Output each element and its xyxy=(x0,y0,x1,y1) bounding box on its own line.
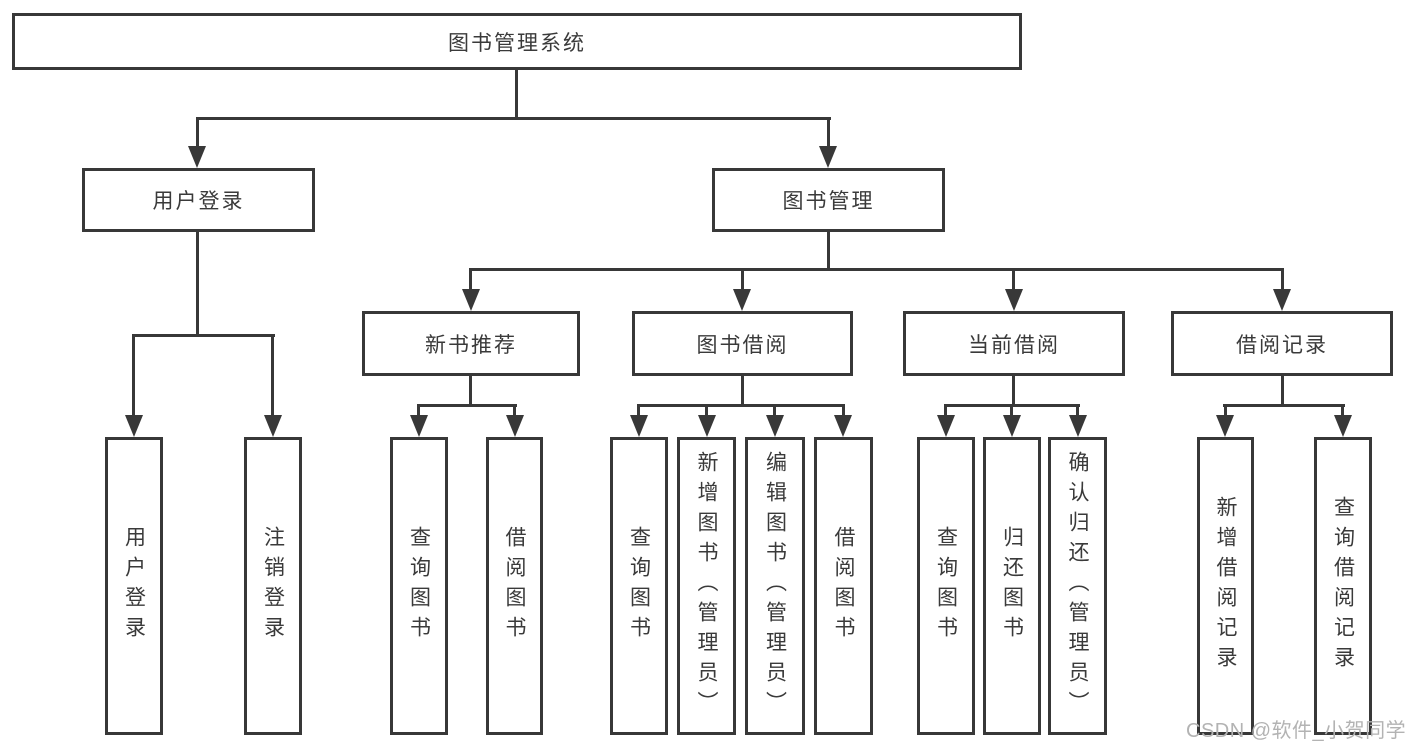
node-label: 借阅图书 xyxy=(503,526,526,646)
arrow-down-icon xyxy=(125,415,143,437)
arrow-down-icon xyxy=(733,289,751,311)
leaf-borrowing-edit-books-admin: 编辑图书（管理员） xyxy=(745,437,805,735)
edge-level2-drop xyxy=(469,268,472,292)
arrow-down-icon xyxy=(1005,289,1023,311)
arrow-down-icon xyxy=(1216,415,1234,437)
arrow-down-icon xyxy=(698,415,716,437)
edge-book-borrowing-stem xyxy=(741,374,744,407)
node-book-borrowing: 图书借阅 xyxy=(632,311,853,376)
edge-user-login-stem xyxy=(196,231,199,336)
arrow-down-icon xyxy=(630,415,648,437)
edge-level2-drop xyxy=(741,268,744,292)
edge-current-borrowing-stem xyxy=(1012,374,1015,407)
edge-new-book-recommend-bus xyxy=(417,404,517,407)
node-label: 新书推荐 xyxy=(425,333,517,357)
arrow-down-icon xyxy=(462,289,480,311)
arrow-down-icon xyxy=(819,146,837,168)
arrow-down-icon xyxy=(1273,289,1291,311)
node-label: 借阅记录 xyxy=(1236,333,1328,357)
edge-book-management-drop xyxy=(827,117,830,149)
edge-leaf-drop xyxy=(1076,404,1079,418)
node-root-system: 图书管理系统 xyxy=(12,13,1022,70)
edge-user-login-drop xyxy=(196,117,199,149)
leaf-records-query-record: 查询借阅记录 xyxy=(1314,437,1372,735)
edge-leaf-drop xyxy=(944,404,947,418)
node-borrowing-records: 借阅记录 xyxy=(1171,311,1393,376)
node-label: 编辑图书（管理员） xyxy=(763,451,787,721)
leaf-borrowing-query-books: 查询图书 xyxy=(610,437,668,735)
leaf-current-query-books: 查询图书 xyxy=(917,437,975,735)
arrow-down-icon xyxy=(410,415,428,437)
arrow-down-icon xyxy=(1003,415,1021,437)
edge-root-stem xyxy=(515,68,518,120)
node-new-book-recommend: 新书推荐 xyxy=(362,311,580,376)
node-label: 归还图书 xyxy=(1000,526,1024,646)
edge-leaf-drop xyxy=(1341,404,1344,418)
node-book-management: 图书管理 xyxy=(712,168,945,232)
leaf-current-confirm-return-admin: 确认归还（管理员） xyxy=(1048,437,1107,735)
edge-level2-drop xyxy=(1281,268,1284,292)
leaf-recommend-query-books: 查询图书 xyxy=(390,437,448,735)
arrow-down-icon xyxy=(766,415,784,437)
node-label: 查询借阅记录 xyxy=(1331,496,1355,676)
node-user-login: 用户登录 xyxy=(82,168,315,232)
arrow-down-icon xyxy=(188,146,206,168)
leaf-recommend-borrow-books: 借阅图书 xyxy=(486,437,543,735)
node-label: 当前借阅 xyxy=(968,333,1060,357)
node-label: 查询图书 xyxy=(934,526,958,646)
node-label: 图书管理 xyxy=(782,190,875,213)
arrow-down-icon xyxy=(506,415,524,437)
edge-leaf-drop xyxy=(1224,404,1227,418)
edge-leaf-drop xyxy=(417,404,420,418)
node-current-borrowing: 当前借阅 xyxy=(903,311,1125,376)
leaf-borrowing-add-books-admin: 新增图书（管理员） xyxy=(677,437,736,735)
edge-leaf-drop xyxy=(132,334,135,418)
edge-leaf-drop xyxy=(705,404,708,418)
arrow-down-icon xyxy=(834,415,852,437)
node-label: 查询图书 xyxy=(407,526,431,646)
leaf-records-add-record: 新增借阅记录 xyxy=(1197,437,1254,735)
leaf-user-login: 用户登录 xyxy=(105,437,163,735)
edge-borrowing-records-stem xyxy=(1281,374,1284,407)
node-label: 查询图书 xyxy=(627,526,651,646)
node-label: 注销登录 xyxy=(261,526,285,646)
node-label: 借阅图书 xyxy=(832,526,855,646)
node-label: 用户登录 xyxy=(152,190,245,213)
node-label: 用户登录 xyxy=(122,526,146,646)
leaf-current-return-books: 归还图书 xyxy=(983,437,1041,735)
edge-user-login-bus xyxy=(132,334,275,337)
arrow-down-icon xyxy=(1069,415,1087,437)
node-label: 图书借阅 xyxy=(696,333,789,357)
node-label: 图书管理系统 xyxy=(448,31,586,55)
edge-new-book-recommend-stem xyxy=(469,374,472,407)
node-label: 新增图书（管理员） xyxy=(695,451,718,721)
csdn-watermark: CSDN @软件_小贺同学 xyxy=(1186,720,1405,742)
edge-level2-drop xyxy=(1012,268,1015,292)
edge-leaf-drop xyxy=(513,404,516,418)
arrow-down-icon xyxy=(937,415,955,437)
edge-book-management-stem xyxy=(827,231,830,271)
node-label: 确认归还（管理员） xyxy=(1066,451,1089,721)
edge-leaf-drop xyxy=(637,404,640,418)
edge-level1-bus xyxy=(196,117,831,120)
edge-leaf-drop xyxy=(271,334,274,418)
edge-borrowing-records-bus xyxy=(1223,404,1345,407)
edge-leaf-drop xyxy=(773,404,776,418)
edge-level2-bus xyxy=(469,268,1283,271)
node-label: 新增借阅记录 xyxy=(1214,496,1237,676)
arrow-down-icon xyxy=(1334,415,1352,437)
edge-book-borrowing-bus xyxy=(637,404,845,407)
leaf-borrowing-borrow-books: 借阅图书 xyxy=(814,437,873,735)
edge-leaf-drop xyxy=(1010,404,1013,418)
leaf-logout: 注销登录 xyxy=(244,437,302,735)
edge-leaf-drop xyxy=(842,404,845,418)
arrow-down-icon xyxy=(264,415,282,437)
